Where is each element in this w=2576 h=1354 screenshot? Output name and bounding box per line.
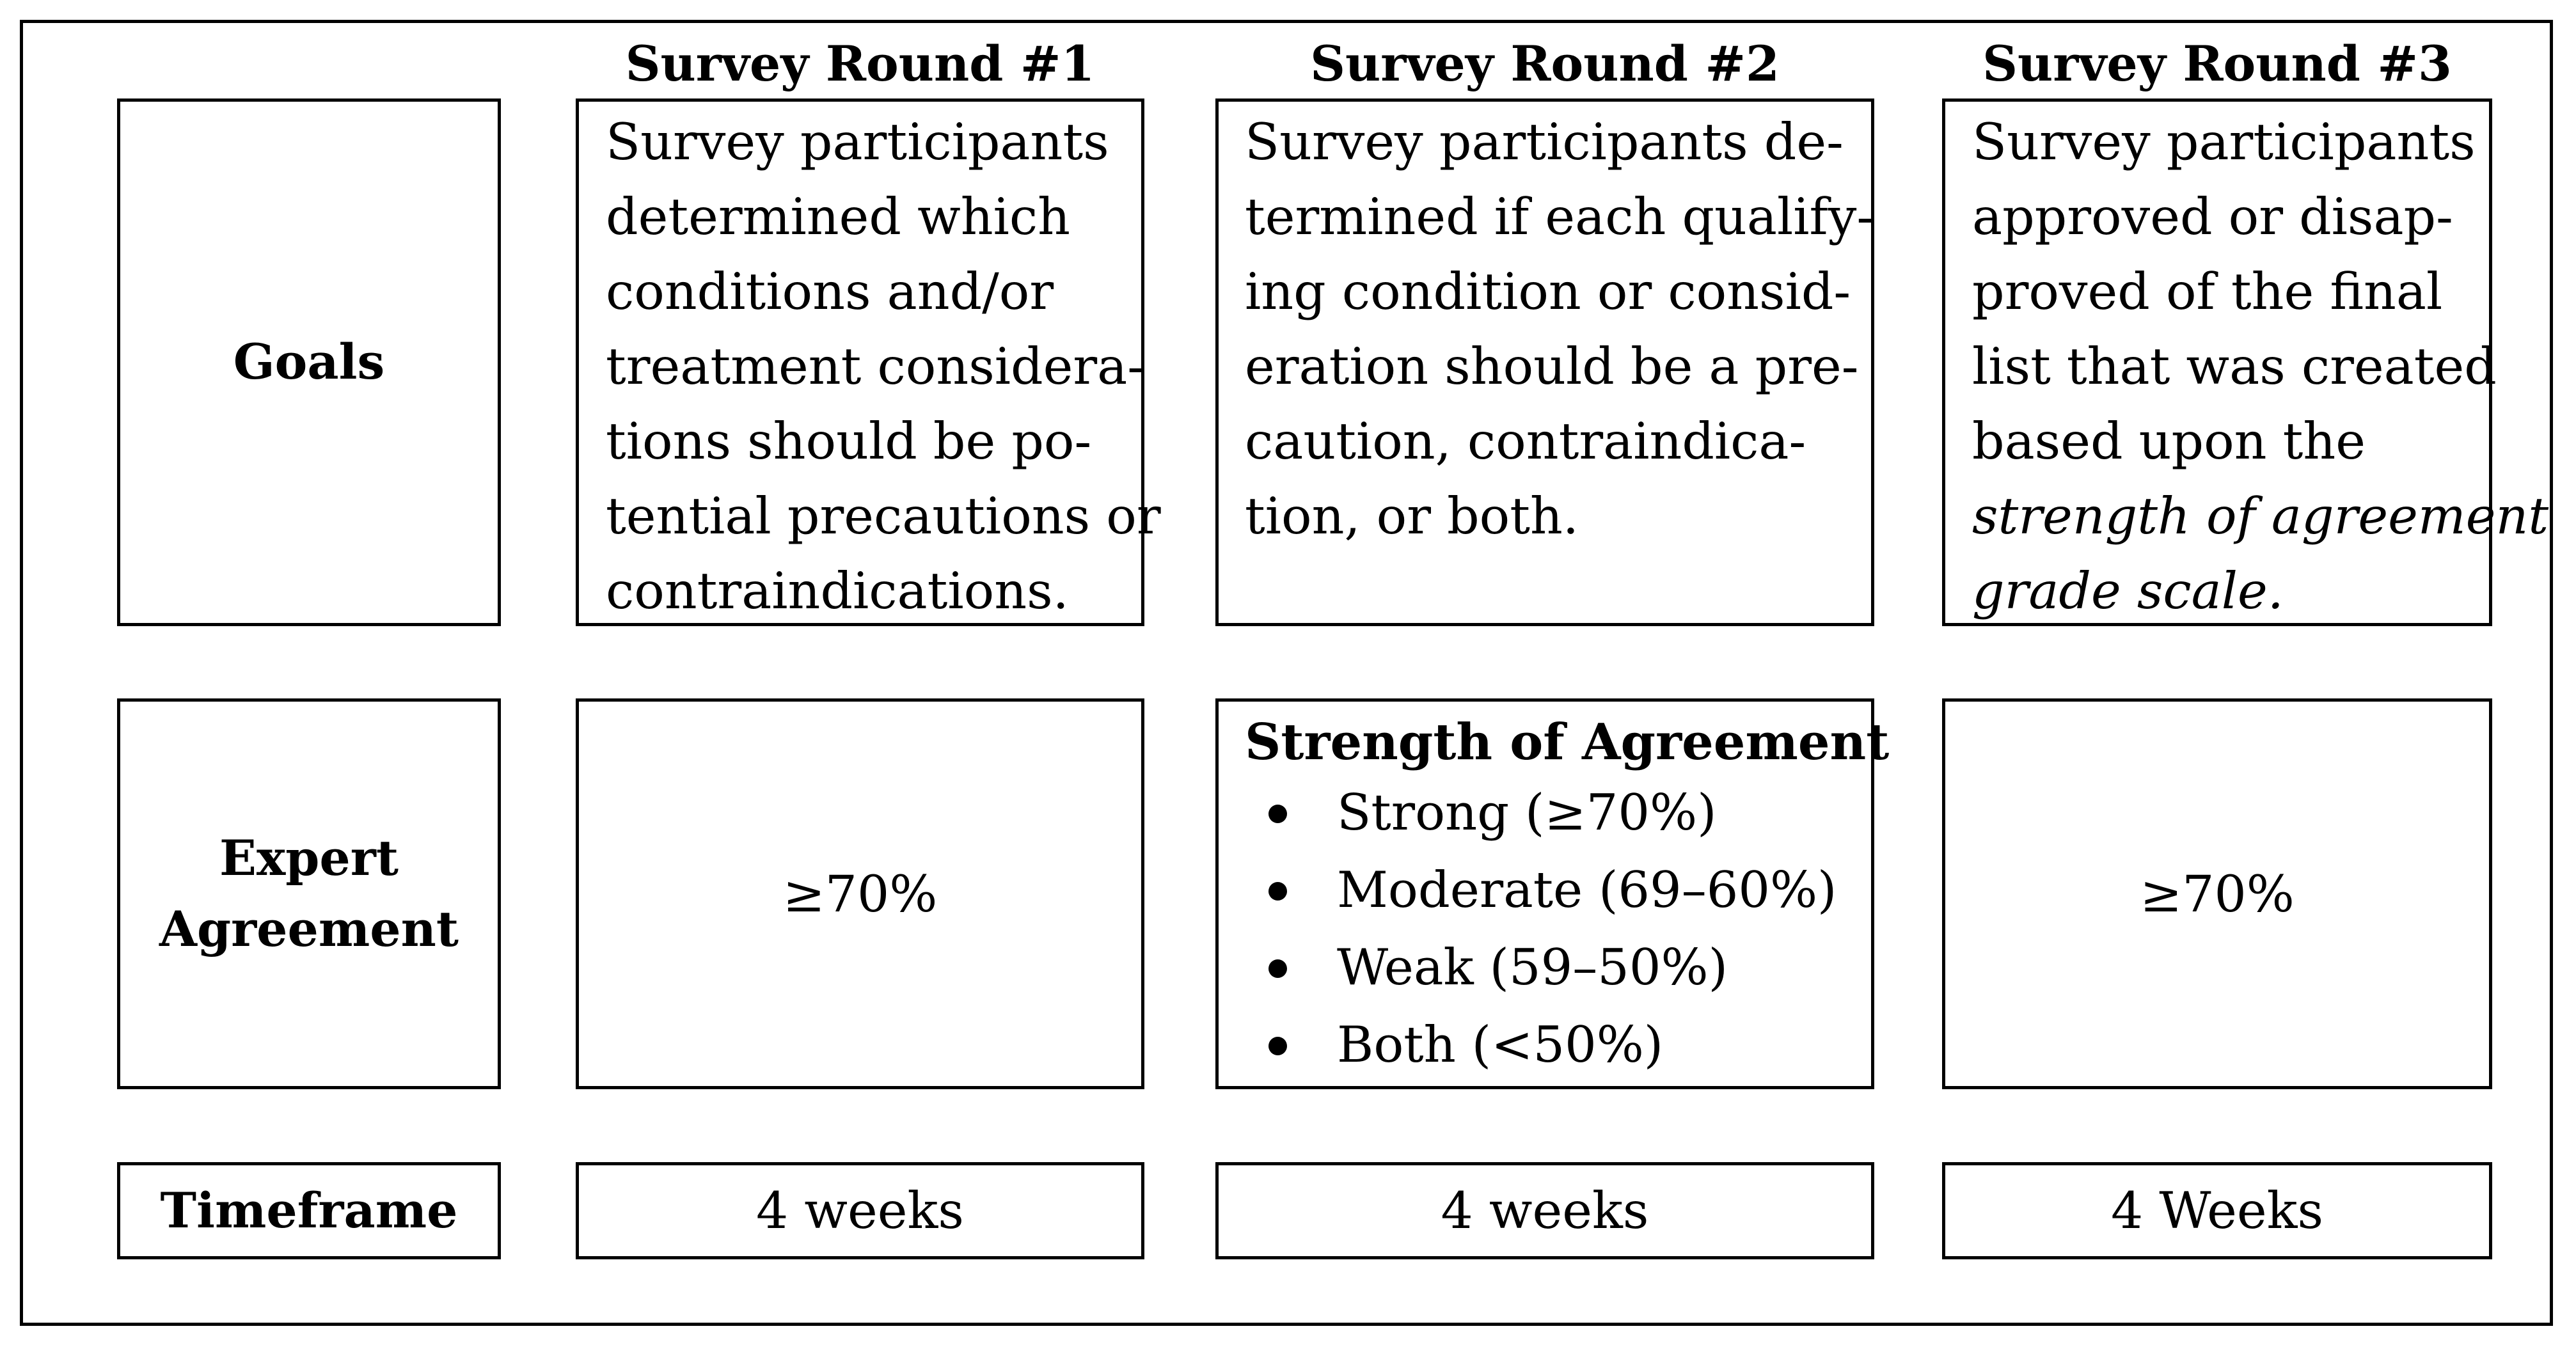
expert-agreement-label-line-1: Expert [219,830,399,887]
timeframe-round-1-box: 4 weeks [576,1162,1144,1259]
expert-agreement-round-1-value: ≥70% [782,864,938,924]
expert-agreement-round-1-box: ≥70% [576,698,1144,1089]
goals-round-3-text: Survey participants approved or disap- p… [1972,105,2548,629]
expert-agreement-label: Expert Agreement [120,702,498,1086]
strength-item-text: Strong (≥70%) [1337,784,1717,842]
goals-round-3-italic: strength of agreement grade scale. [1972,487,2549,620]
header-round-1: Survey Round #1 [625,35,1095,92]
strength-item-text: Moderate (69–60%) [1337,862,1837,919]
goals-round-3-plain: Survey participants approved or disap- p… [1972,113,2497,471]
goals-round-1-box: Survey participants determined which con… [576,98,1161,626]
expert-agreement-label-line-2: Agreement [159,900,459,957]
header-round-2: Survey Round #2 [1310,35,1780,92]
goals-round-2-text: Survey participants de- termined if each… [1245,113,1874,546]
timeframe-label: Timeframe [160,1181,458,1239]
header-round-3: Survey Round #3 [1982,35,2452,92]
diagram-frame [20,20,2553,1326]
timeframe-round-3-box: 4 Weeks [1942,1162,2492,1259]
bullet-icon [1268,1037,1287,1055]
bullet-icon [1268,959,1287,978]
expert-agreement-label-box: Expert Agreement [117,698,501,1089]
timeframe-round-3-value: 4 Weeks [2110,1181,2324,1240]
goals-label-box: Goals [117,98,501,626]
expert-agreement-round-2-box: Strength of Agreement Strong (≥70%) Mode… [1215,698,1889,1089]
bullet-icon [1268,882,1287,901]
expert-agreement-round-3-value: ≥70% [2140,864,2295,924]
strength-item-text: Both (<50%) [1337,1016,1664,1074]
bullet-icon [1268,805,1287,823]
expert-agreement-round-3-box: ≥70% [1942,698,2492,1089]
strength-item-text: Weak (59–50%) [1337,939,1728,996]
timeframe-round-2-box: 4 weeks [1215,1162,1874,1259]
strength-of-agreement-title: Strength of Agreement [1245,713,1890,771]
goals-round-1-text: Survey participants determined which con… [606,113,1161,620]
timeframe-round-1-value: 4 weeks [756,1181,964,1240]
goals-round-3-box: Survey participants approved or disap- p… [1942,98,2548,626]
timeframe-label-box: Timeframe [117,1162,501,1259]
goals-label: Goals [233,333,385,391]
timeframe-round-2-value: 4 weeks [1441,1181,1649,1240]
goals-round-2-box: Survey participants de- termined if each… [1215,98,1874,626]
